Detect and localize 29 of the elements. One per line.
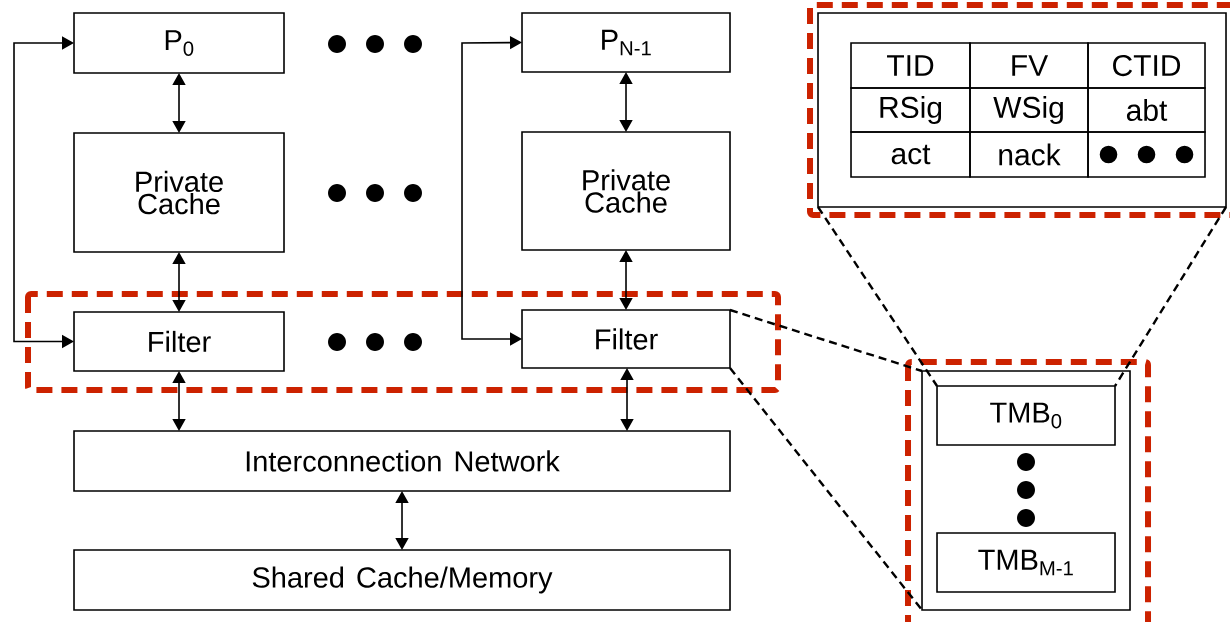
- arrow: [172, 252, 186, 312]
- zoom-line: [729, 367, 923, 611]
- zoom-line: [729, 308, 923, 373]
- table-cell: abt: [1087, 87, 1206, 133]
- arrow: [619, 72, 633, 132]
- block-box: TMB$_{0}$: [936, 385, 1116, 446]
- arrow: [619, 250, 633, 310]
- block-box: Private Cache: [73, 132, 285, 253]
- block-box: Filter: [521, 309, 731, 369]
- table-cell: WSig: [969, 87, 1089, 133]
- arrow: [172, 371, 186, 431]
- arrow: [395, 491, 409, 550]
- frame-box: [921, 370, 1131, 611]
- table-cell: TID: [850, 42, 971, 89]
- table-cell: CTID: [1087, 42, 1206, 89]
- block-box: TMB$_{M-1}$: [936, 532, 1116, 593]
- table-cell: nack: [969, 131, 1089, 178]
- block-box: P$_{N-1}$: [521, 12, 731, 73]
- table-cell: act: [850, 131, 971, 178]
- block-box: Shared Cache/Memory: [73, 549, 731, 611]
- table-cell: FV: [969, 42, 1089, 89]
- block-box: Interconnection Network: [73, 430, 731, 492]
- arrow: [620, 368, 634, 431]
- block-box: P$_{0}$: [73, 12, 285, 74]
- arrow: [461, 35, 522, 346]
- block-box: Private Cache: [521, 131, 731, 251]
- table-cell: RSig: [850, 87, 971, 133]
- block-box: Filter: [73, 311, 285, 372]
- arrow: [172, 73, 186, 133]
